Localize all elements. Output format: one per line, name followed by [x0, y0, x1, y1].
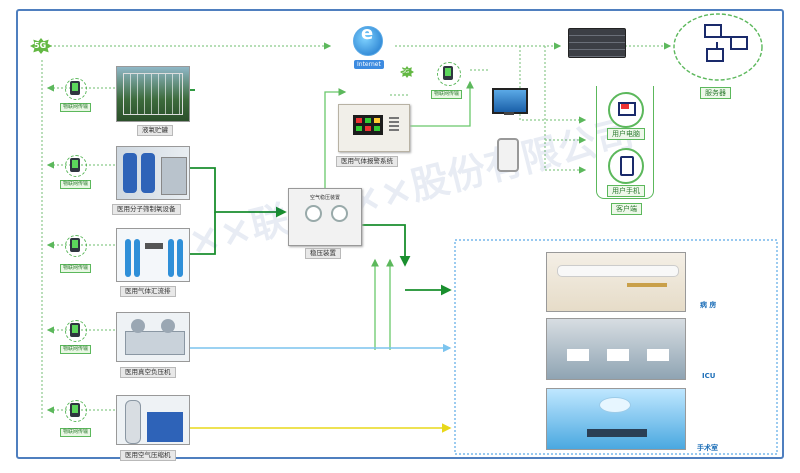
iot-device-3 [70, 238, 80, 252]
internet-icon [353, 26, 383, 56]
server-label: 服务器 [700, 87, 731, 99]
vacuum-machine-image [116, 312, 190, 362]
gas-manifold-image [116, 228, 190, 282]
gas-manifold-caption: 医用气体汇流排 [120, 286, 176, 297]
iot-tag-4: 物联网传输 [60, 345, 92, 354]
liquid-oxygen-tank-caption: 液氧贮罐 [137, 125, 173, 136]
icu-image [546, 318, 686, 380]
iot-device-alarm [437, 62, 461, 86]
5g-badge [30, 38, 52, 54]
iot-ring-5 [65, 400, 87, 422]
vacuum-machine-caption: 医用真空负压机 [120, 367, 176, 378]
molecular-sieve-image [116, 146, 190, 200]
icu-label: ICU [702, 372, 716, 380]
server-cloud [673, 13, 763, 81]
alarm-panel [338, 104, 410, 152]
ward-label: 病 房 [700, 301, 717, 309]
regulator-box: 空气稳压装置 [288, 188, 362, 246]
ward-image [546, 252, 686, 312]
user-pc-icon [608, 92, 644, 128]
operating-room-image [546, 388, 686, 450]
iot-device-2 [70, 158, 80, 172]
internet-label: Internet [354, 60, 384, 69]
alarm-caption: 医用气体报警系统 [336, 156, 398, 167]
regulator-caption: 稳压装置 [305, 248, 341, 259]
wifi-label: 5G [402, 69, 410, 75]
monitor-icon [492, 88, 528, 114]
iot-ring-1 [65, 78, 87, 100]
iot-device-4 [70, 323, 80, 337]
iot-device-1 [70, 81, 80, 95]
user-phone-label: 用户手机 [607, 185, 645, 197]
server-cluster-icon [690, 24, 750, 64]
iot-tag-3: 物联网传输 [60, 264, 92, 273]
wifi-badge [400, 66, 414, 78]
server-rack-icon [568, 28, 626, 58]
iot-tag-alarm: 物联网传输 [431, 90, 463, 99]
5g-label: 5G [34, 41, 47, 50]
internet-e: e [361, 23, 374, 44]
user-phone-icon [608, 148, 644, 184]
alarm-screen [353, 115, 383, 135]
iot-device-icon [443, 66, 453, 80]
iot-tag-2: 物联网传输 [60, 180, 92, 189]
client-label: 客户端 [611, 203, 642, 215]
iot-ring-2 [65, 155, 87, 177]
phone-icon [497, 138, 519, 172]
iot-ring-4 [65, 320, 87, 342]
iot-ring-3 [65, 235, 87, 257]
liquid-oxygen-tank-image [116, 66, 190, 122]
gauge-left-icon [305, 205, 322, 222]
iot-tag-5: 物联网传输 [60, 428, 92, 437]
gauge-right-icon [331, 205, 348, 222]
iot-device-5 [70, 403, 80, 417]
client-bracket [596, 86, 654, 199]
molecular-sieve-caption: 医用分子筛制氧设备 [112, 204, 181, 215]
iot-tag-1: 物联网传输 [60, 103, 92, 112]
operating-room-label: 手术室 [697, 444, 718, 452]
air-compressor-caption: 医用空气压缩机 [120, 450, 176, 461]
air-compressor-image [116, 395, 190, 445]
ward-zone [454, 239, 778, 455]
monitor-stand [504, 112, 514, 115]
user-pc-label: 用户电脑 [607, 128, 645, 140]
regulator-panel-title: 空气稳压装置 [309, 195, 340, 201]
